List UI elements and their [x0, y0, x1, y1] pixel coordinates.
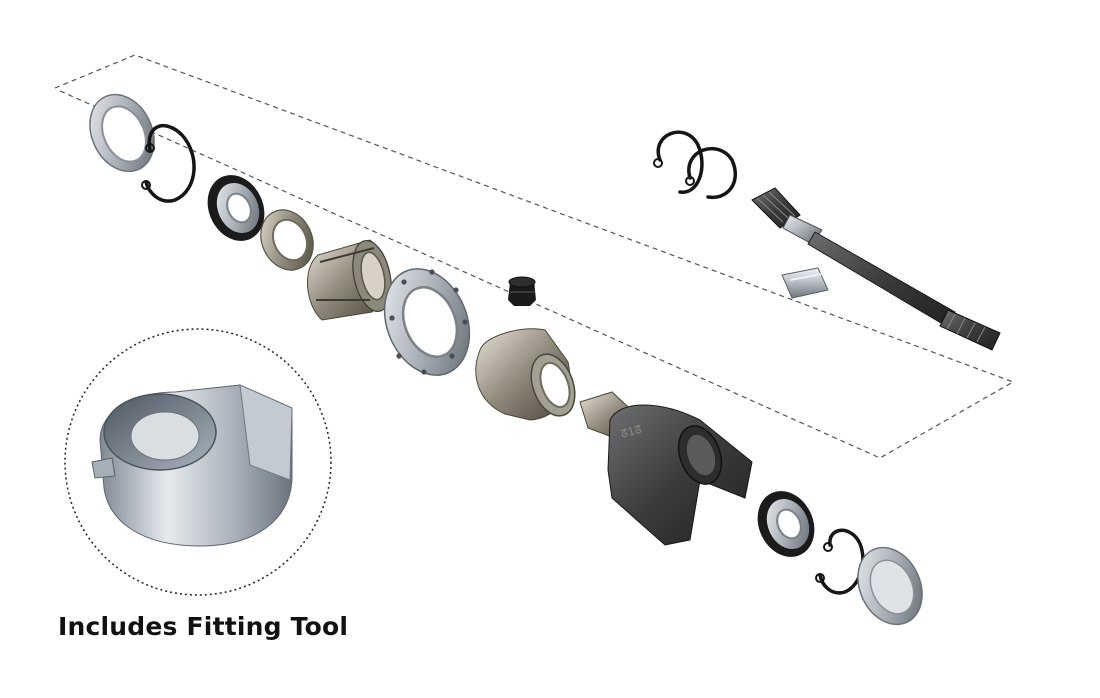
mounting-flange [383, 268, 471, 376]
assembly-outline [54, 54, 1015, 459]
fitting-tool-caption: Includes Fitting Tool [58, 612, 349, 641]
circlip-pair-top [653, 130, 738, 199]
breather-plug [508, 276, 536, 306]
thrust-washer-left [89, 93, 155, 173]
ball-bearing-right [757, 491, 815, 557]
circlip-right [815, 528, 865, 595]
woodruff-key [781, 267, 829, 299]
fitting-tool-inset [64, 328, 332, 596]
thrust-washer-right [857, 546, 923, 626]
spacer-ring [260, 209, 314, 271]
bearing-housing [306, 239, 392, 321]
circlip-left [141, 124, 196, 203]
yoke: ᘔ1ᘔ [579, 391, 753, 546]
bearing-carrier [475, 328, 576, 421]
fitting-tool [91, 384, 293, 547]
svg-text:ᘔ1ᘔ: ᘔ1ᘔ [619, 423, 643, 441]
splined-shaft [751, 187, 1001, 351]
ball-bearing-left [207, 175, 265, 241]
